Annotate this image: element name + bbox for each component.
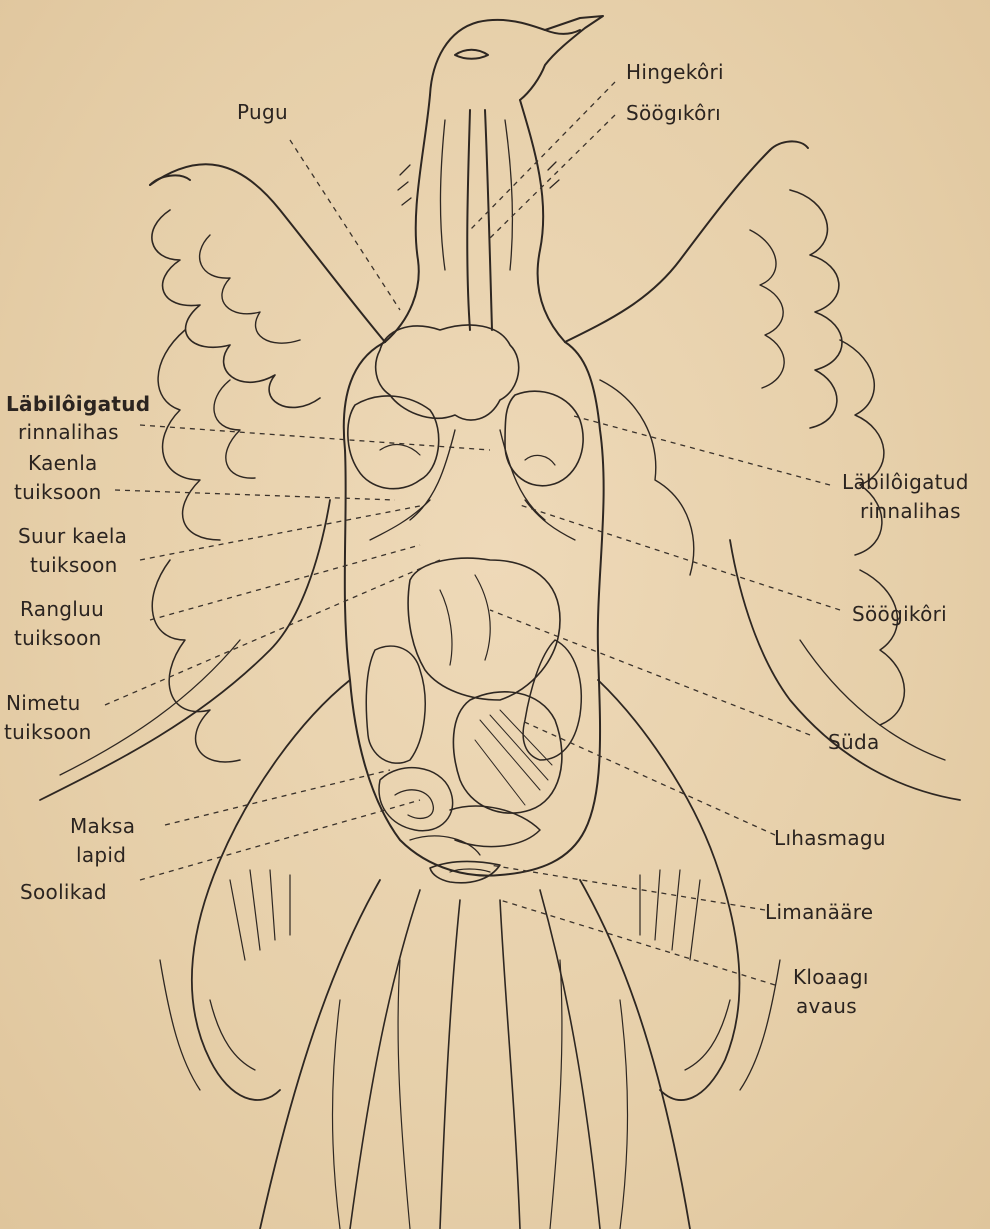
label-suur-kaela-line2: tuiksoon — [30, 553, 118, 577]
label-pugu: Pugu — [237, 100, 288, 124]
liver-right — [523, 640, 581, 760]
trachea — [467, 110, 470, 330]
liver-left — [366, 646, 425, 763]
bird-head — [430, 16, 603, 100]
label-nimetu-line1: Nimetu — [6, 691, 81, 715]
label-nimetu-line2: tuiksoon — [4, 720, 92, 744]
label-rinnalihas-left-line2: rinnalihas — [18, 420, 119, 444]
label-kaenla-line1: Kaenla — [28, 451, 98, 475]
label-lihasmagu: Lıhasmagu — [774, 826, 886, 850]
neck-right — [520, 100, 565, 342]
body-outline — [344, 342, 604, 876]
label-hingekori: Hingekôri — [626, 60, 724, 84]
tail-feathers — [260, 880, 380, 1229]
left-pectoral — [348, 396, 439, 489]
label-kloaagi-line2: avaus — [796, 994, 857, 1018]
right-wing-feathers — [790, 190, 842, 428]
esophagus — [485, 110, 492, 330]
leader-lines — [105, 82, 840, 985]
label-suur-kaela-line1: Suur kaela — [18, 524, 127, 548]
neck-left — [385, 95, 430, 342]
beak-line — [545, 30, 580, 34]
label-rangluu-line1: Rangluu — [20, 597, 104, 621]
label-maksa-line2: lapid — [76, 843, 126, 867]
label-rangluu-line2: tuiksoon — [14, 626, 102, 650]
label-suda: Süda — [828, 730, 880, 754]
left-wing-bone — [150, 164, 385, 342]
right-wing-bone — [565, 150, 770, 342]
label-soogikori-right: Söögikôri — [852, 602, 947, 626]
label-rinnalihas-right-line1: Läbilôigatud — [842, 470, 969, 494]
label-kaenla-line2: tuiksoon — [14, 480, 102, 504]
label-rinnalihas-left-line1: Läbilôigatud — [6, 392, 150, 416]
crop — [376, 325, 519, 420]
label-maksa-line1: Maksa — [70, 814, 135, 838]
intestines — [379, 768, 453, 831]
bird-eye — [455, 50, 488, 59]
label-rinnalihas-right-line2: rinnalihas — [860, 499, 961, 523]
label-soogikori-top: Söögıkôrı — [626, 101, 721, 125]
left-wing-feathers — [152, 210, 320, 407]
label-limanaare: Limanääre — [765, 900, 873, 924]
label-soolikad: Soolikad — [20, 880, 107, 904]
right-thigh — [598, 680, 739, 1100]
label-kloaagi-line1: Kloaagı — [793, 965, 869, 989]
right-pectoral — [505, 391, 583, 486]
